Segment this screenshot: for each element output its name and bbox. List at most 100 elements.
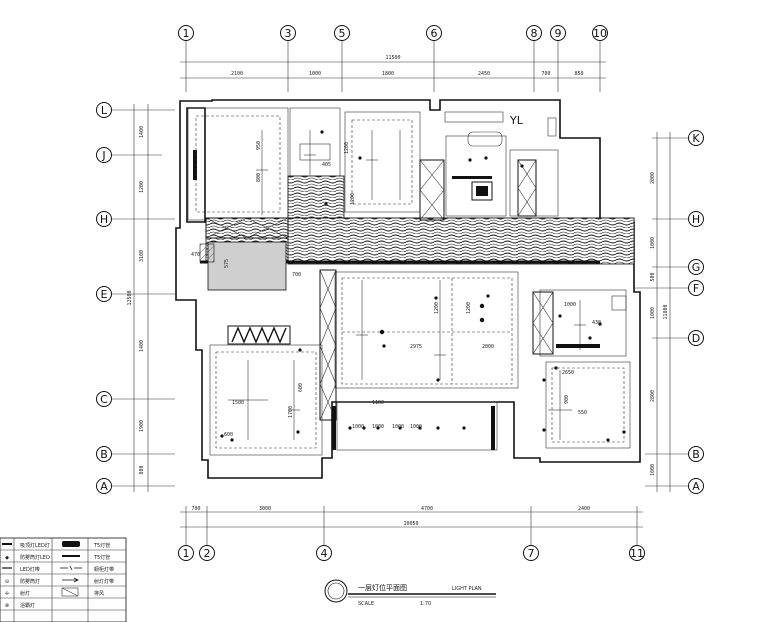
dim-left-seg: 1400: [139, 340, 145, 352]
svg-text:3: 3: [285, 27, 292, 40]
axis-bubble-bottom-2: 2: [199, 545, 215, 561]
stair-void: [207, 241, 287, 291]
svg-text:C: C: [100, 393, 108, 406]
axis-bubble-right-B: B: [645, 446, 704, 462]
building-walls: [175, 99, 641, 479]
light-dimension-marks: [228, 130, 586, 440]
room-kitchen-outline: [539, 289, 627, 357]
svg-text:2000: 2000: [482, 344, 494, 350]
room-living-outline: [334, 271, 519, 389]
svg-text:800: 800: [256, 173, 262, 182]
room-bedroom-2-outline: [209, 344, 323, 456]
dim-right-seg: 2000: [650, 172, 656, 184]
svg-text:405: 405: [322, 162, 331, 168]
svg-text:9: 9: [555, 27, 562, 40]
svg-text:550: 550: [578, 410, 587, 416]
dim-left-seg: 1400: [139, 126, 145, 138]
plan-notes: 2975 2000 1200 1200 1500 1700 600 800 10…: [191, 141, 601, 438]
dim-right-seg: 500: [650, 272, 656, 281]
dim-left-seg: 3100: [139, 250, 145, 262]
dim-bottom-seg: 4700: [421, 506, 433, 512]
svg-text:5: 5: [339, 27, 346, 40]
dim-left-seg: 1900: [139, 420, 145, 432]
svg-text:1: 1: [183, 547, 190, 560]
svg-text:6: 6: [431, 27, 438, 40]
legend-text: T5灯管: [93, 554, 110, 561]
svg-text:10: 10: [593, 27, 607, 40]
svg-text:1000: 1000: [564, 302, 576, 308]
dim-top-seg: 850: [574, 71, 583, 77]
legend-text: 射灯灯带: [94, 578, 114, 585]
dim-right-seg: 1000: [650, 464, 656, 476]
axis-bubble-right-H: H: [652, 211, 704, 227]
axis-bubble-right-F: F: [635, 280, 704, 296]
left-axis-bubbles: L J H E C B A 1400 1200 3100 1400 1900 8…: [96, 102, 175, 494]
legend-text: 射灯: [20, 590, 30, 597]
svg-text:H: H: [692, 213, 700, 226]
svg-text:1100: 1100: [372, 400, 384, 406]
svg-text:950: 950: [256, 141, 262, 150]
svg-text:✢: ✢: [5, 591, 10, 597]
dim-bottom-seg: 3000: [259, 506, 271, 512]
dim-top-total: 11500: [385, 55, 400, 61]
svg-text:1200: 1200: [466, 302, 472, 314]
svg-text:K: K: [692, 132, 700, 145]
svg-text:2975: 2975: [410, 344, 422, 350]
legend-text: 防雾筒灯: [20, 578, 40, 585]
dim-right-seg: 1000: [650, 237, 656, 249]
svg-text:1200: 1200: [350, 193, 356, 205]
wood-ceiling-area: [200, 175, 635, 265]
axis-bubble-left-H: H: [96, 211, 175, 227]
feature-wall-zigzag: [227, 325, 291, 345]
dim-left-seg: 800: [139, 465, 145, 474]
svg-text:L: L: [101, 104, 108, 117]
light-troughs: [193, 150, 600, 450]
drawing-title-en: LIGHT PLAN: [452, 586, 482, 592]
drawing-title-block: 一层灯位平面图 LIGHT PLAN SCALE 1:70: [324, 579, 496, 607]
dim-bottom-seg: 2400: [578, 506, 590, 512]
dim-right-seg: 1000: [650, 307, 656, 319]
room-bedroom-1-outline: [187, 107, 289, 221]
svg-text:⊗: ⊗: [5, 603, 9, 609]
axis-bubble-top-9: 9: [550, 25, 566, 41]
svg-text:◆: ◆: [5, 555, 9, 561]
svg-text:1000: 1000: [392, 424, 404, 430]
drawing-title: 一层灯位平面图: [358, 583, 407, 592]
axis-bubble-left-E: E: [96, 286, 175, 302]
axis-bubble-bottom-1: 1: [178, 545, 194, 561]
light-fixtures: [220, 130, 626, 442]
legend-text: LED灯带: [20, 566, 40, 573]
svg-text:A: A: [692, 480, 700, 493]
axis-bubble-top-8: 8: [526, 25, 542, 41]
svg-text:575: 575: [224, 259, 230, 268]
axis-bubble-bottom-7: 7: [523, 545, 539, 561]
axis-bubble-left-L: L: [96, 102, 175, 118]
axis-bubble-top-1: 1: [178, 25, 194, 41]
axis-bubble-top-3: 3: [280, 25, 296, 41]
dim-top-seg: 1800: [382, 71, 394, 77]
dim-top-seg: 2450: [478, 71, 490, 77]
room-dining-outline: [336, 401, 498, 451]
scale-value: 1:70: [420, 601, 431, 607]
svg-text:2650: 2650: [562, 370, 574, 376]
led-strip-lines: [195, 115, 625, 449]
top-dimension-lines: 11500 2100 1000 1800 2450 700 850: [180, 41, 606, 92]
svg-text:A: A: [100, 480, 108, 493]
dim-right-total: 11800: [663, 304, 669, 319]
dim-left-seg: 1200: [139, 181, 145, 193]
svg-text:470: 470: [191, 252, 200, 258]
legend-text: 排风: [94, 590, 104, 597]
svg-text:1: 1: [183, 27, 190, 40]
legend-text: 橱柜灯带: [94, 566, 114, 573]
svg-text:J: J: [101, 149, 105, 162]
svg-text:7: 7: [528, 547, 535, 560]
top-axis-bubbles: 1 3 5 6 8 9 10: [178, 25, 608, 41]
svg-text:1000: 1000: [410, 424, 422, 430]
svg-text:1500: 1500: [232, 400, 244, 406]
room-bedroom-3-outline: [545, 361, 631, 449]
axis-bubble-right-G: G: [652, 259, 704, 275]
svg-text:900: 900: [564, 395, 570, 404]
svg-text:B: B: [100, 448, 108, 461]
axis-bubble-left-J: J: [96, 147, 162, 163]
svg-text:1200: 1200: [344, 142, 350, 154]
